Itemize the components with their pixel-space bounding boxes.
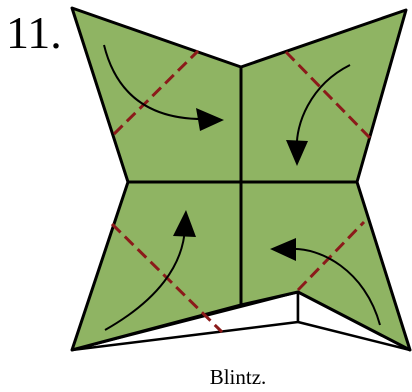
step-caption: Blintz. xyxy=(210,365,267,389)
curved-arrow-icon xyxy=(104,210,196,331)
step-number: 11. xyxy=(6,7,62,58)
curved-arrow-icon xyxy=(103,44,224,131)
curved-arrow-icon xyxy=(270,238,381,326)
valley-fold-bottom-right xyxy=(296,220,366,292)
valley-fold-top-left xyxy=(112,49,200,136)
curved-arrow-icon xyxy=(286,64,351,166)
valley-fold-top-right xyxy=(284,50,372,140)
